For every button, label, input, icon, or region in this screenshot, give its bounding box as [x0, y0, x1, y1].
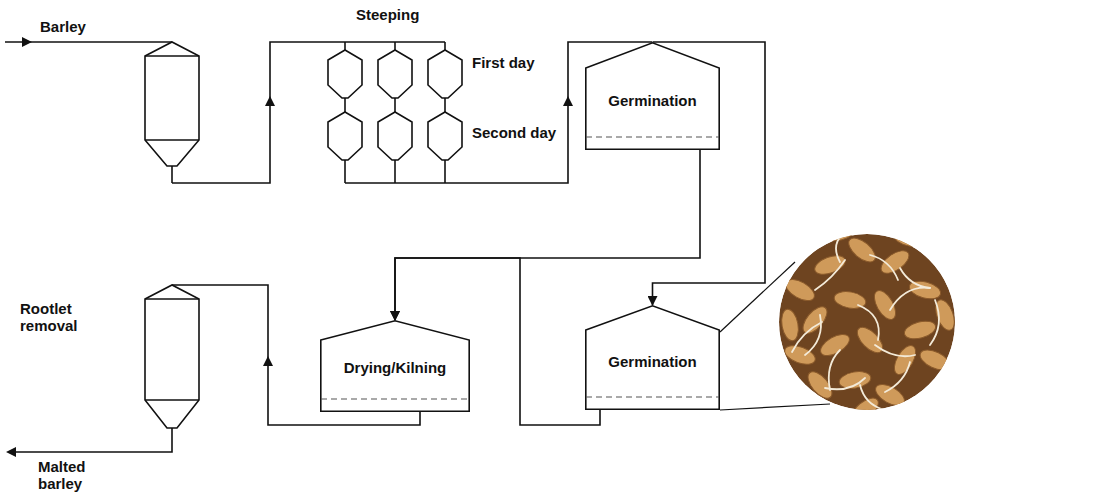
flow-arrowhead: [22, 37, 32, 47]
flow-connector: [395, 150, 700, 320]
vessel-pipe: [344, 98, 346, 112]
steeping-vessel: [328, 112, 362, 160]
stage-label: Steeping: [356, 6, 419, 23]
photo-ground: [779, 234, 955, 410]
stage-label: Second day: [472, 124, 556, 141]
rootlet: [836, 232, 845, 262]
vessel-pipe: [394, 160, 396, 183]
process-name: Germination: [608, 353, 696, 370]
rootlet: [829, 350, 840, 390]
steeping-vessel: [328, 50, 362, 98]
vessel-shape: [586, 306, 719, 409]
rootlet: [900, 268, 930, 288]
barley-grain: [853, 323, 887, 357]
vessel-pipe: [394, 98, 396, 112]
text-area: Germination: [585, 330, 720, 393]
silo-seam: [145, 55, 199, 57]
process-name: Drying/Kilning: [344, 359, 447, 376]
feed-drop: [394, 42, 396, 50]
silo-outlet: [171, 166, 173, 183]
barley-grain: [782, 342, 818, 368]
barley-grain: [845, 234, 880, 267]
rootlet: [875, 345, 915, 356]
rootlet: [815, 260, 845, 290]
feed-drop: [444, 42, 446, 50]
silo-seam: [145, 139, 199, 141]
vessel-pipe: [444, 160, 446, 183]
vessel-pipe: [444, 98, 446, 112]
barley-grain: [838, 369, 872, 390]
barley-grain: [804, 368, 837, 403]
transfer-line: [172, 42, 445, 183]
vessel-box: Drying/Kilning: [320, 320, 470, 412]
process-name: Germination: [608, 92, 696, 109]
steeping-vessel: [428, 50, 462, 98]
barley-grain: [917, 346, 953, 374]
flow-arrowhead: [563, 96, 573, 106]
steeping-vessel: [378, 50, 412, 98]
stage-label: Rootlet removal: [20, 300, 100, 334]
text-area: Drying/Kilning: [320, 340, 470, 395]
rootlet: [870, 255, 898, 280]
rootlet: [930, 300, 939, 345]
barley-grain: [799, 303, 832, 338]
vessel-shape: [321, 321, 469, 411]
barley-grain: [822, 220, 857, 244]
rootlet: [825, 378, 865, 389]
rootlet-hopper: [145, 285, 199, 428]
perforated-floor: [586, 136, 719, 137]
germinated-barley-photo: [779, 220, 958, 426]
barley-grain: [779, 308, 800, 342]
barley-grain: [848, 394, 883, 427]
flow-arrowhead: [263, 356, 273, 366]
rootlet: [805, 315, 821, 355]
steeping-vessel: [428, 112, 462, 160]
text-area: Germination: [585, 68, 720, 133]
barley-grain: [902, 318, 937, 342]
rootlet: [860, 385, 885, 410]
feed-drop: [344, 42, 346, 50]
hopper-seam: [145, 399, 199, 401]
perforated-floor: [586, 396, 719, 397]
rootlet: [890, 288, 930, 310]
leader-line: [720, 404, 830, 410]
vessel-pipe: [344, 160, 346, 183]
stage-label: Barley: [40, 18, 86, 35]
flow-arrowhead: [6, 447, 16, 457]
perforated-floor: [321, 398, 469, 399]
silo-hopper: [145, 42, 199, 166]
flow-arrowhead: [265, 96, 275, 106]
output-line: [10, 428, 172, 452]
stage-label: First day: [472, 54, 535, 71]
barley-grain: [782, 275, 818, 305]
stage-label: Malted barley: [38, 458, 100, 492]
vessel-box: Germination: [585, 305, 720, 410]
steeping-vessel: [378, 112, 412, 160]
vessel-box: Germination: [585, 42, 720, 150]
vessel-shape: [586, 43, 719, 149]
hopper-seam: [145, 298, 199, 300]
barley-grain: [893, 227, 927, 248]
rootlet: [885, 362, 910, 392]
rootlet: [792, 322, 822, 352]
rootlet: [858, 305, 879, 340]
